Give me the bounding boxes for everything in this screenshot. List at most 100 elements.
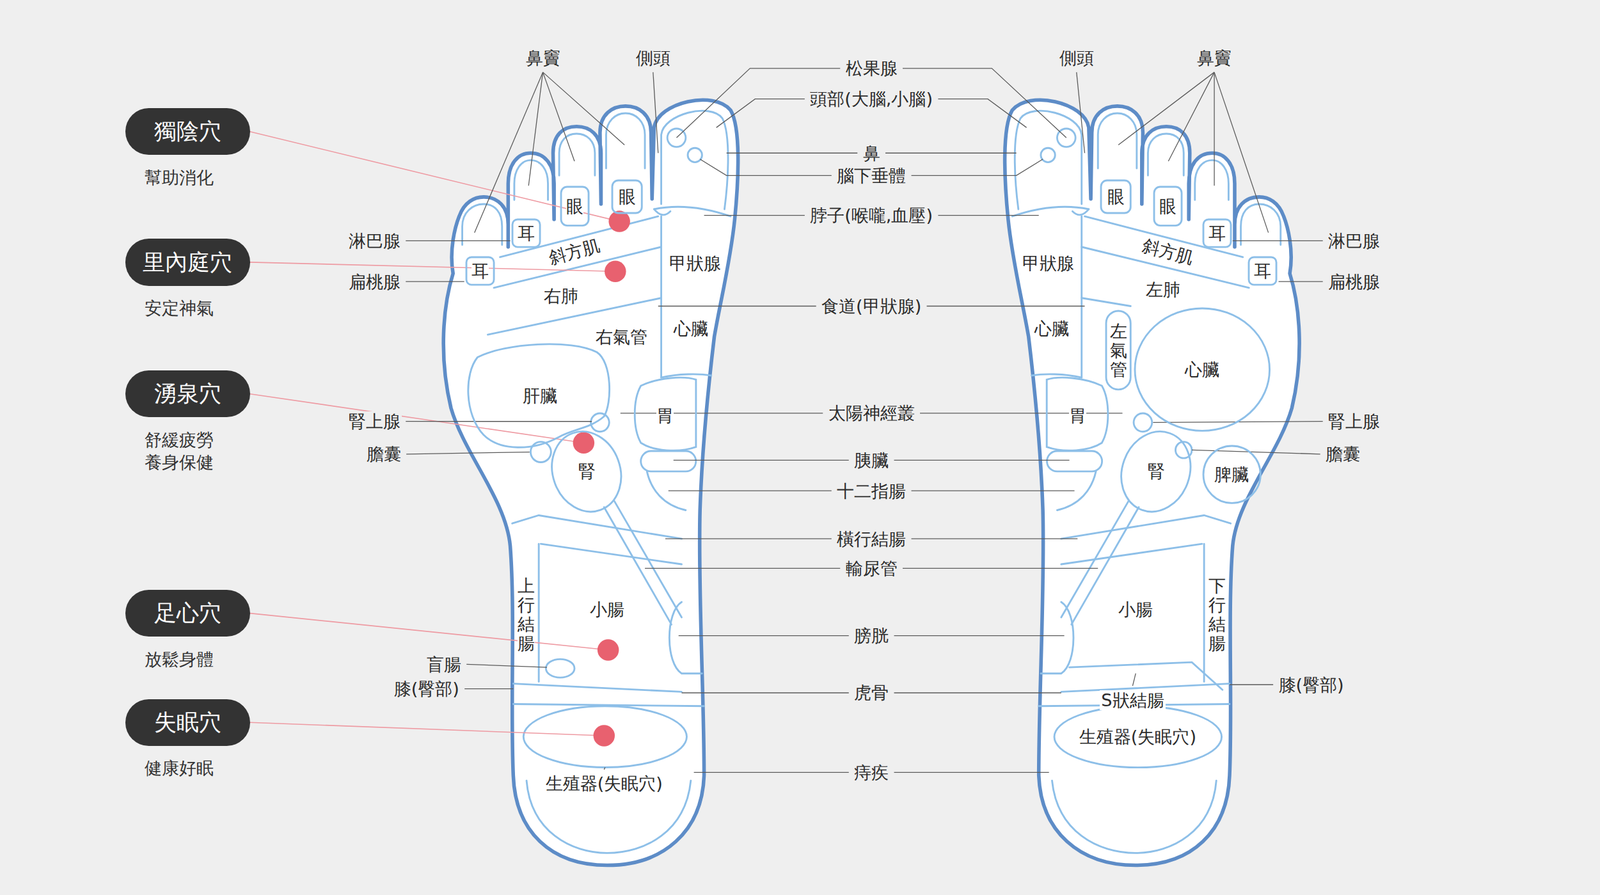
part-label: 膽囊 xyxy=(1324,443,1362,464)
part-label: 松果腺 xyxy=(844,58,899,79)
zone-label: 耳 xyxy=(471,261,489,281)
badge-label: 獨陰穴 xyxy=(154,118,222,144)
label-leaders xyxy=(405,68,1323,773)
part-label: 淋巴腺 xyxy=(1326,230,1382,251)
badge-label: 足心穴 xyxy=(154,600,222,626)
leader-line xyxy=(474,72,544,233)
leader-line xyxy=(911,538,1078,540)
reflex-zone: 眼 xyxy=(1154,186,1182,226)
zone-label: 小腸 xyxy=(589,599,625,620)
part-label: 太陽神經叢 xyxy=(827,403,917,423)
leader-line xyxy=(699,159,832,176)
reflex-zone: 肝臟 xyxy=(468,340,611,452)
reflex-zone: 甲狀腺 xyxy=(665,248,725,278)
part-label: 十二指腸 xyxy=(835,481,908,501)
part-label: 腎上腺 xyxy=(1326,411,1382,432)
part-label: 膀胱 xyxy=(852,625,890,646)
zone-shape xyxy=(1106,310,1131,390)
part-label: 橫行結腸 xyxy=(835,529,908,549)
acupoint-badge: 里內庭穴安定神氣 xyxy=(125,238,251,286)
part-label: 痔疾 xyxy=(852,762,890,783)
leader-line xyxy=(911,159,1044,176)
reflex-zone: 左氣管 xyxy=(1106,310,1131,390)
part-label: 胰臟 xyxy=(852,450,890,471)
part-label: 輸尿管 xyxy=(844,558,899,579)
leader-line xyxy=(716,99,805,128)
leader-line xyxy=(902,568,1098,569)
leader-line xyxy=(406,452,530,455)
leader-line xyxy=(405,240,510,242)
zone-shape xyxy=(512,219,540,247)
part-label: 膝(臀部) xyxy=(392,678,461,699)
left-foot-zones xyxy=(487,298,687,768)
badge-label: 失眠穴 xyxy=(154,710,222,736)
reflex-zone: 上行結腸 xyxy=(513,550,539,679)
reflex-zone: 耳 xyxy=(1203,219,1231,247)
reflex-zone: 耳 xyxy=(466,257,494,285)
leader-line xyxy=(644,568,840,569)
reflex-zone: 胃 xyxy=(1044,375,1110,455)
part-label: 虎骨 xyxy=(852,682,890,703)
reflex-zone: 心臟 xyxy=(668,314,714,343)
zone-label: 心臟 xyxy=(1034,318,1070,339)
zone-label: 右氣管 xyxy=(595,326,648,347)
zone-label: 眼 xyxy=(1159,196,1177,217)
zone-label: 心臟 xyxy=(1184,359,1220,380)
leader-line xyxy=(681,692,849,693)
leader-line xyxy=(694,772,849,773)
zone-label: 眼 xyxy=(566,196,584,217)
zone-label: 斜方肌 xyxy=(546,235,602,269)
zone-shape xyxy=(1248,257,1277,285)
zone-label: 生殖器(失眠穴) xyxy=(1079,726,1197,747)
zone-shape xyxy=(1154,186,1182,226)
leader-line xyxy=(543,72,575,162)
part-label: 食道(甲狀腺) xyxy=(820,296,923,317)
badge-caption: 安定神氣 xyxy=(144,296,227,320)
acupoint-dot xyxy=(604,261,626,283)
part-label: 扁桃腺 xyxy=(1326,271,1382,292)
reflex-zone: 耳 xyxy=(512,219,540,247)
zone-label: 腎 xyxy=(1147,461,1165,482)
zone-label: 心臟 xyxy=(673,318,709,339)
zone-label: 上行結腸 xyxy=(517,576,535,653)
zone-label: 下行結腸 xyxy=(1208,576,1226,653)
part-label: 扁桃腺 xyxy=(347,271,402,292)
reflex-zone: 生殖器(失眠穴) xyxy=(1054,706,1222,768)
leader-line xyxy=(1229,684,1274,686)
reflex-zone: 小腸 xyxy=(1079,576,1192,643)
reflex-zone: 腎 xyxy=(1115,426,1197,517)
zone-shape xyxy=(1054,706,1222,768)
leader-line xyxy=(1213,72,1215,186)
leader-line xyxy=(919,412,1123,414)
badge-label: 湧泉穴 xyxy=(154,381,222,407)
leader-line xyxy=(543,72,626,146)
zone-shape xyxy=(1203,445,1261,503)
acupoint-badge: 足心穴放鬆身體 xyxy=(125,589,251,637)
leader-line xyxy=(405,281,464,283)
part-label: 側頭 xyxy=(634,47,672,68)
zone-shape xyxy=(634,377,697,451)
acupoint-dot xyxy=(573,431,595,453)
leader-line xyxy=(620,412,823,414)
leader-line xyxy=(1076,72,1086,153)
part-label: 鼻竇 xyxy=(1195,47,1233,68)
leader-line xyxy=(894,692,1062,693)
part-label: 鼻竇 xyxy=(524,47,562,68)
reflex-zone: 眼 xyxy=(1100,180,1131,214)
badge-caption: 幫助消化 xyxy=(144,166,227,189)
zone-label: 胃 xyxy=(656,405,674,426)
reflex-zone: 腎 xyxy=(545,426,628,517)
zone-shape xyxy=(612,180,642,214)
acupoint-leader xyxy=(250,131,620,222)
zone-label: 耳 xyxy=(1208,223,1226,244)
zone-label: 肝臟 xyxy=(522,385,558,406)
part-label: 頭部(大腦,小腦) xyxy=(808,88,935,109)
leader-line xyxy=(894,635,1065,636)
reflex-zone: 心臟 xyxy=(1029,314,1075,343)
zone-label: 小腸 xyxy=(1118,599,1153,620)
zone-label: 斜方肌 xyxy=(1140,235,1196,269)
leader-line xyxy=(726,152,858,154)
part-label: 腎上腺 xyxy=(347,411,402,432)
